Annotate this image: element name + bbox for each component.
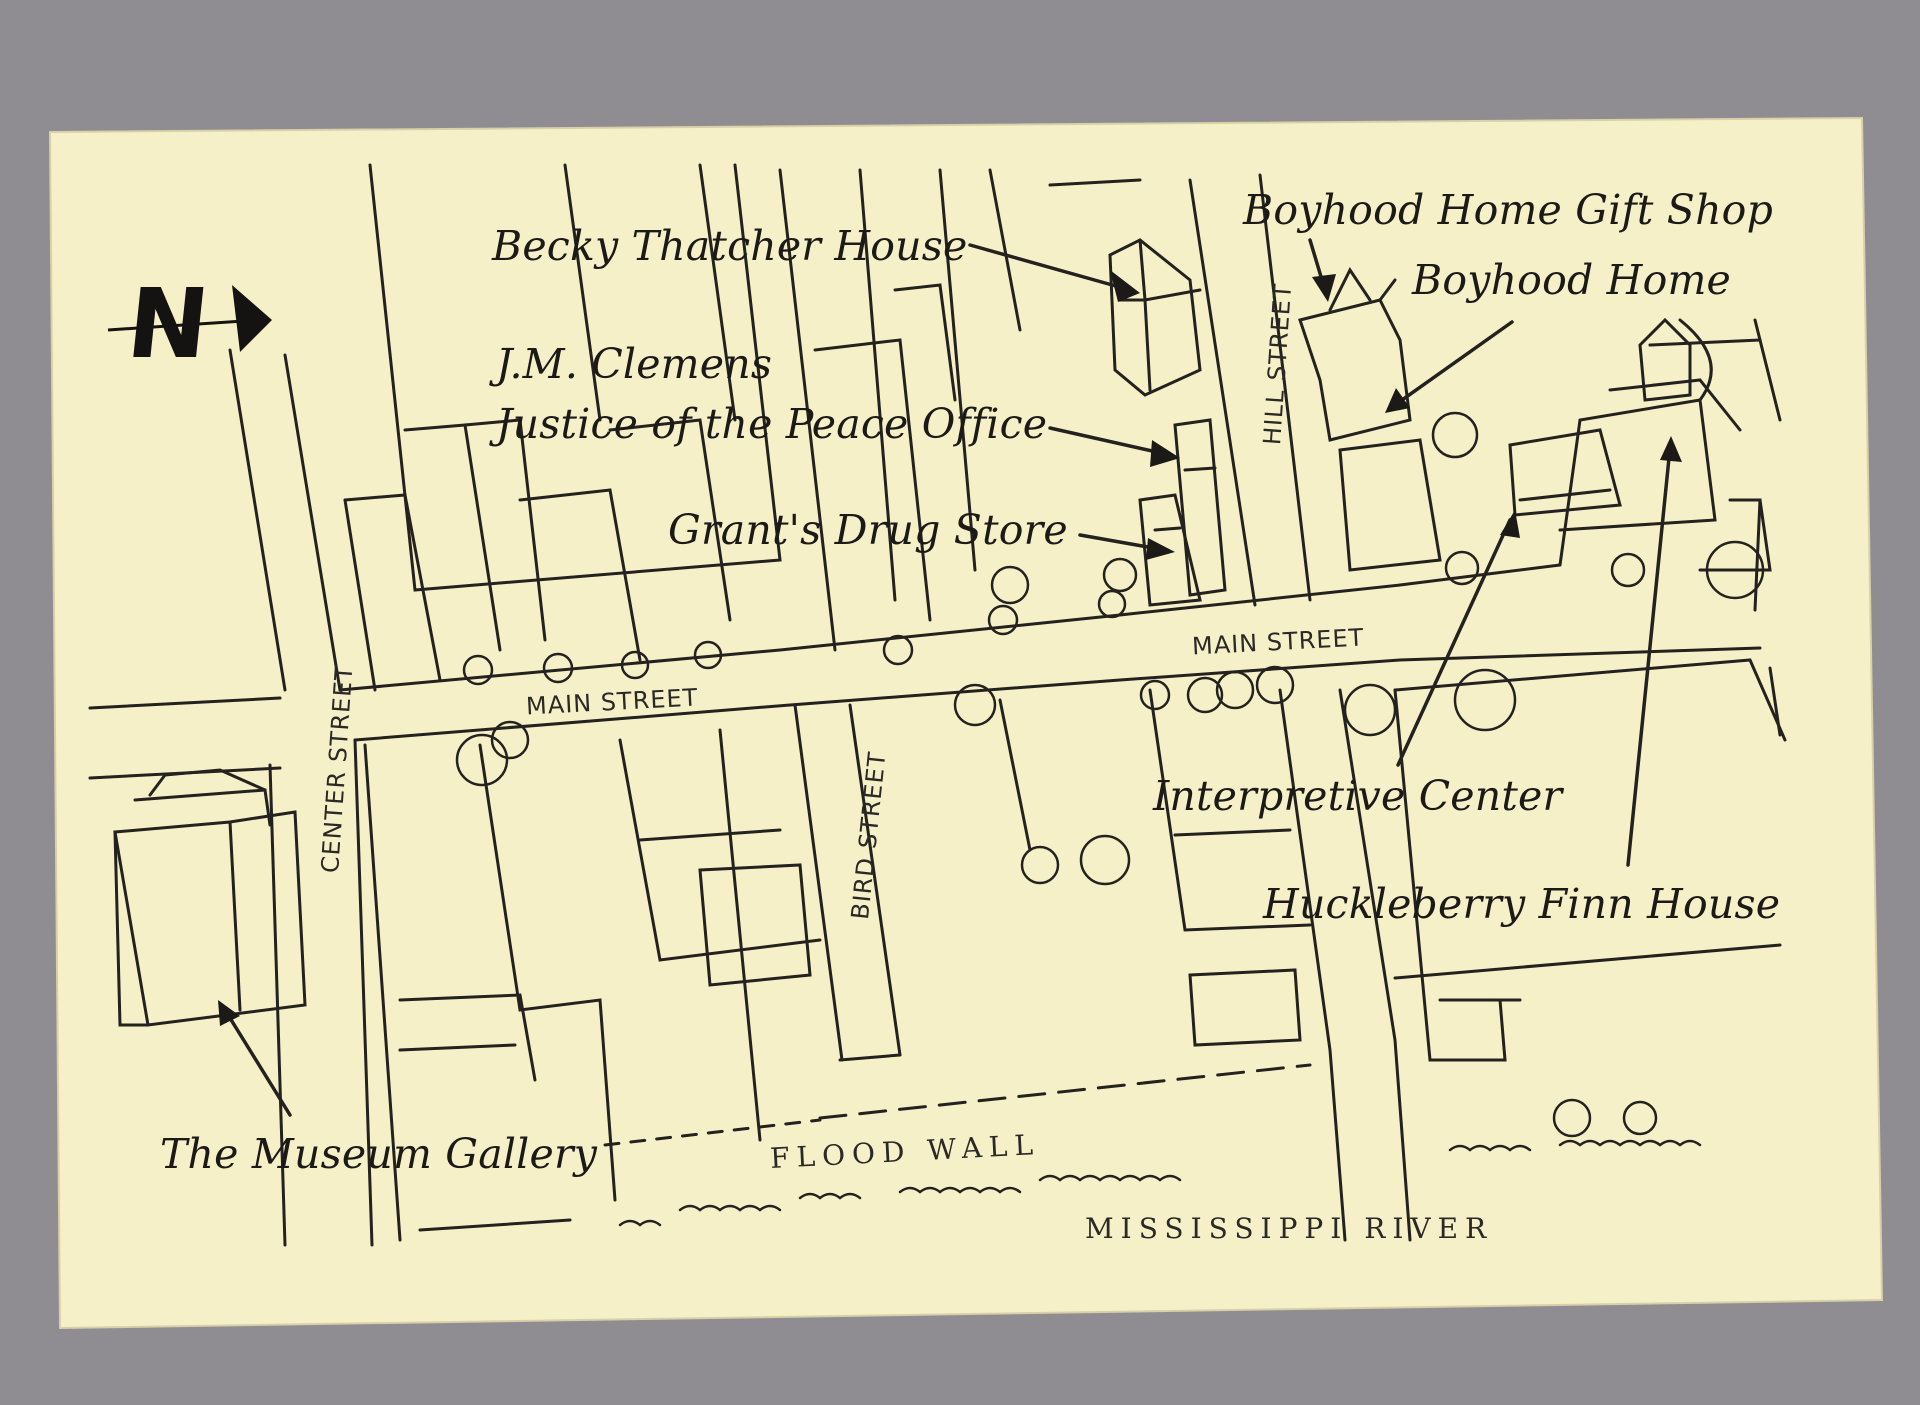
label-boyhood-home-gift-shop: Boyhood Home Gift Shop <box>1243 186 1774 234</box>
north-arrow-icon <box>107 285 272 352</box>
label-jm-clemens: J.M. Clemens <box>496 340 773 388</box>
label-interpretive-center: Interpretive Center <box>1153 772 1563 820</box>
label-museum-gallery: The Museum Gallery <box>160 1130 598 1178</box>
label-grants-drug-store: Grant's Drug Store <box>668 506 1068 554</box>
label-boyhood-home: Boyhood Home <box>1412 256 1732 304</box>
street-grid <box>88 163 1787 1247</box>
label-justice-of-the-peace-office: Justice of the Peace Office <box>496 400 1048 448</box>
compass-letter: N <box>122 268 215 380</box>
label-becky-thatcher-house: Becky Thatcher House <box>492 222 968 270</box>
label-huckleberry-finn-house: Huckleberry Finn House <box>1263 880 1781 928</box>
label-mississippi-river: MISSISSIPPI RIVER <box>1085 1212 1494 1245</box>
arrow-heads <box>218 270 1682 1026</box>
